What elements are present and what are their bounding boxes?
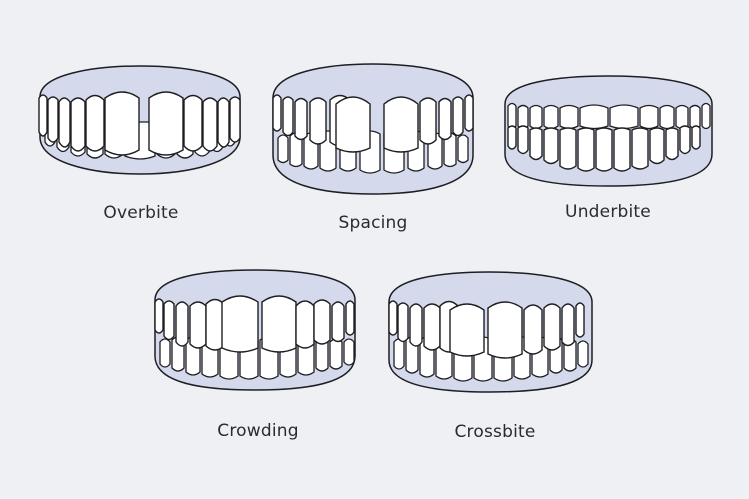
- overbite-illustration: [38, 65, 241, 175]
- label-overbite: Overbite: [103, 203, 179, 223]
- crowding-illustration: [154, 269, 356, 391]
- underbite-illustration: [504, 75, 713, 187]
- label-crossbite: Crossbite: [454, 422, 536, 442]
- label-underbite: Underbite: [565, 202, 651, 222]
- label-spacing: Spacing: [338, 213, 408, 233]
- label-crowding: Crowding: [217, 421, 299, 441]
- spacing-illustration: [272, 63, 474, 195]
- crossbite-illustration: [388, 271, 593, 393]
